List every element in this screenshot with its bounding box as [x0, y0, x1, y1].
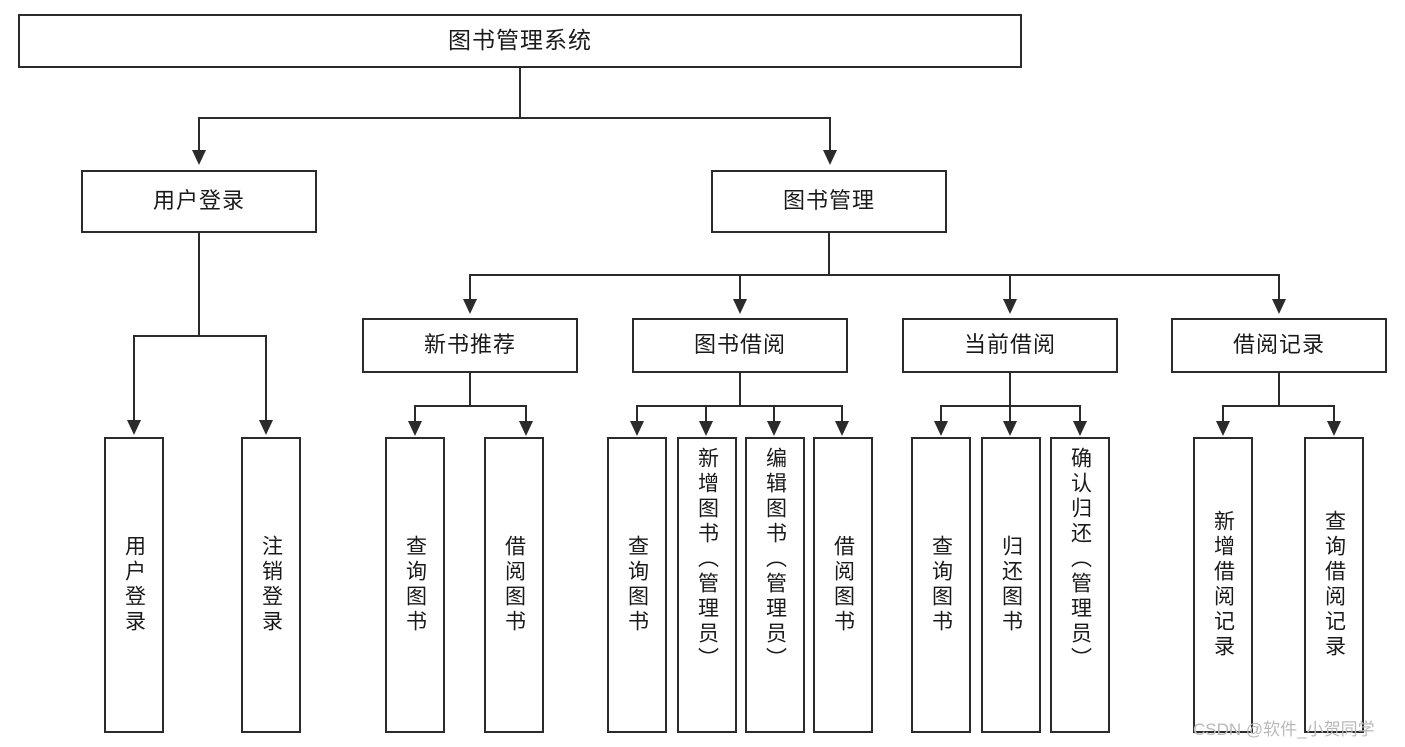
edge-to-current-borrow: [1009, 274, 1011, 301]
leaf-query-book-current[interactable]: 查询图书: [911, 437, 971, 733]
edge-root-trunk: [519, 68, 521, 117]
node-label: 注销登录: [259, 535, 283, 635]
node-label: 归还图书: [999, 535, 1023, 635]
node-label: 确认归还（管理员）: [1068, 447, 1092, 672]
leaf-user-login[interactable]: 用户登录: [104, 437, 164, 733]
edge-current-borrow-child-2: [1009, 405, 1011, 423]
leaf-query-book-new[interactable]: 查询图书: [385, 437, 445, 733]
edge-book-borrow-trunk: [739, 373, 741, 405]
edge-book-borrow-child-4: [841, 405, 843, 423]
leaf-add-borrow-record[interactable]: 新增借阅记录: [1193, 437, 1253, 733]
edge-current-borrow-trunk: [1009, 373, 1011, 405]
edge-borrow-record-child-1: [1222, 405, 1224, 423]
edge-new-book-bar: [414, 405, 527, 407]
edge-to-user-login: [198, 117, 200, 152]
edge-book-borrow-bar: [636, 405, 843, 407]
node-label: 借阅图书: [831, 535, 855, 635]
edge-to-borrow-record: [1278, 274, 1280, 301]
leaf-add-book-admin[interactable]: 新增图书（管理员）: [677, 437, 737, 733]
node-label: 查询图书: [929, 535, 953, 635]
node-new-book-recommend[interactable]: 新书推荐: [362, 318, 578, 373]
edge-borrow-record-trunk: [1278, 373, 1280, 405]
node-label: 编辑图书（管理员）: [763, 447, 787, 672]
edge-to-book-management: [829, 117, 831, 152]
arrowhead-book-borrow-child-1: [630, 421, 644, 436]
edge-book-borrow-child-2: [705, 405, 707, 423]
edge-current-borrow-child-1: [940, 405, 942, 423]
leaf-borrow-book[interactable]: 借阅图书: [813, 437, 873, 733]
leaf-query-borrow-record[interactable]: 查询借阅记录: [1304, 437, 1364, 733]
edge-user-login-bar: [133, 335, 266, 337]
edge-user-login-child-1: [133, 335, 135, 422]
arrowhead-to-current-borrow: [1003, 299, 1017, 314]
edge-to-new-book: [469, 274, 471, 301]
edge-user-login-child-2: [265, 335, 267, 422]
edge-new-book-child-2: [525, 405, 527, 423]
edge-book-borrow-child-3: [773, 405, 775, 423]
edge-current-borrow-child-3: [1079, 405, 1081, 423]
node-current-borrow[interactable]: 当前借阅: [902, 318, 1118, 373]
leaf-edit-book-admin[interactable]: 编辑图书（管理员）: [745, 437, 805, 733]
node-label: 用户登录: [152, 188, 245, 214]
arrowhead-to-new-book: [463, 299, 477, 314]
node-label: 图书管理: [782, 188, 875, 214]
leaf-query-book-borrow[interactable]: 查询图书: [607, 437, 667, 733]
edge-user-login-trunk: [198, 233, 200, 335]
node-book-management[interactable]: 图书管理: [711, 170, 947, 233]
edge-book-borrow-child-1: [636, 405, 638, 423]
node-label: 借阅图书: [502, 535, 526, 635]
node-label: 查询图书: [625, 535, 649, 635]
node-label: 图书管理系统: [448, 27, 592, 54]
edge-to-book-borrow: [739, 274, 741, 301]
node-label: 查询图书: [403, 535, 427, 635]
edge-level2-bar: [198, 117, 831, 119]
csdn-watermark: CSDN @软件_小贺同学: [1193, 720, 1375, 739]
node-label: 新增借阅记录: [1211, 510, 1235, 660]
edge-borrow-record-bar: [1222, 405, 1335, 407]
arrowhead-new-book-child-2: [519, 421, 533, 436]
node-root-system[interactable]: 图书管理系统: [18, 14, 1022, 68]
arrowhead-to-borrow-record: [1272, 299, 1286, 314]
node-label: 当前借阅: [963, 332, 1056, 358]
arrowhead-to-user-login: [192, 150, 206, 165]
arrowhead-current-borrow-child-3: [1073, 421, 1087, 436]
arrowhead-borrow-record-child-1: [1216, 421, 1230, 436]
arrowhead-book-borrow-child-4: [835, 421, 849, 436]
node-label: 查询借阅记录: [1322, 510, 1346, 660]
edge-new-book-child-1: [414, 405, 416, 423]
arrowhead-current-borrow-child-2: [1003, 421, 1017, 436]
node-book-borrow[interactable]: 图书借阅: [632, 318, 848, 373]
arrowhead-to-book-management: [823, 150, 837, 165]
leaf-borrow-book-new[interactable]: 借阅图书: [484, 437, 544, 733]
arrowhead-book-borrow-child-3: [767, 421, 781, 436]
leaf-return-book[interactable]: 归还图书: [981, 437, 1041, 733]
node-label: 借阅记录: [1232, 332, 1325, 358]
arrowhead-user-login-child-2: [259, 420, 273, 435]
edge-book-management-trunk: [828, 233, 830, 274]
edge-new-book-trunk: [469, 373, 471, 405]
node-borrow-record[interactable]: 借阅记录: [1171, 318, 1387, 373]
arrowhead-new-book-child-1: [408, 421, 422, 436]
node-label: 新增图书（管理员）: [695, 447, 719, 672]
arrowhead-to-book-borrow: [733, 299, 747, 314]
edge-borrow-record-child-2: [1333, 405, 1335, 423]
node-label: 新书推荐: [423, 332, 516, 358]
leaf-confirm-return-admin[interactable]: 确认归还（管理员）: [1050, 437, 1110, 733]
arrowhead-user-login-child-1: [127, 420, 141, 435]
edge-level3-bar: [469, 274, 1280, 276]
node-label: 图书借阅: [693, 332, 786, 358]
arrowhead-current-borrow-child-1: [934, 421, 948, 436]
node-label: 用户登录: [122, 535, 146, 635]
arrowhead-book-borrow-child-2: [699, 421, 713, 436]
node-user-login[interactable]: 用户登录: [81, 170, 317, 233]
leaf-logout[interactable]: 注销登录: [241, 437, 301, 733]
arrowhead-borrow-record-child-2: [1327, 421, 1341, 436]
